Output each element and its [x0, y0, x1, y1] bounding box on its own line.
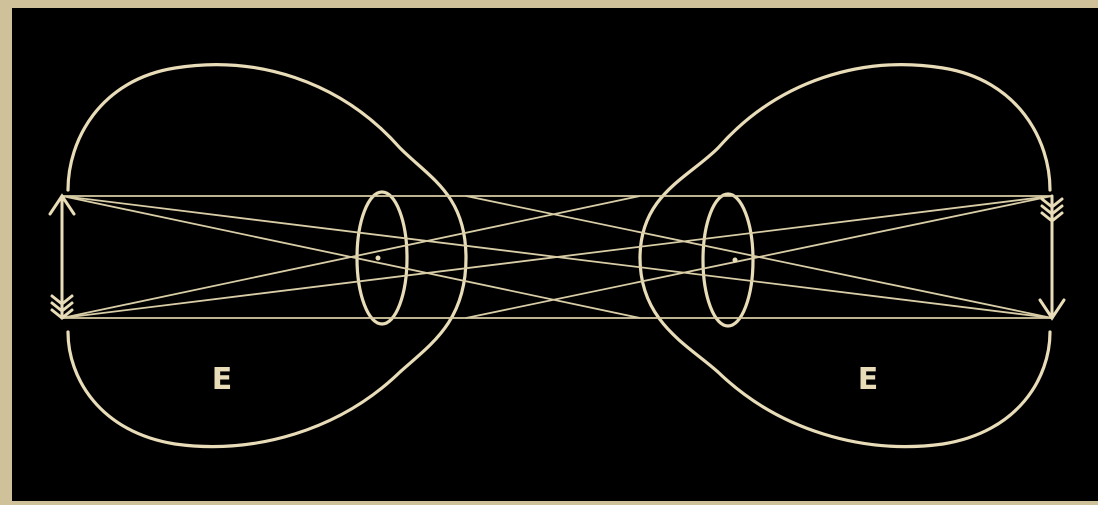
black-plate	[12, 8, 1098, 501]
left-lens-center-dot	[376, 256, 381, 261]
right-lens-center-dot	[733, 258, 738, 263]
right-eye-label: E	[858, 362, 879, 397]
left-eye-label: E	[212, 362, 233, 397]
